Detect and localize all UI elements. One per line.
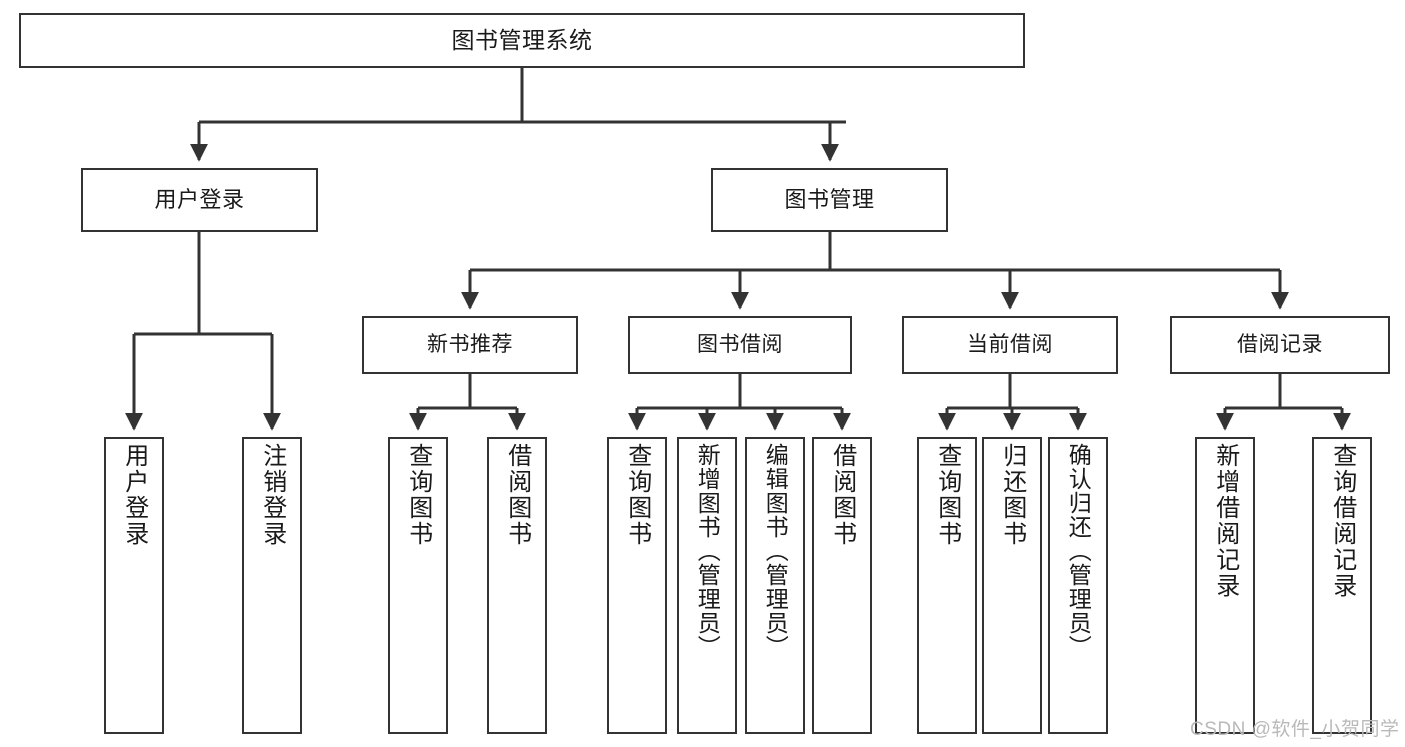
node-leaf-4[interactable]: 查询图书 <box>607 437 667 734</box>
node-leaf-9[interactable]: 归还图书 <box>982 437 1042 734</box>
node-leaf-7[interactable]: 借阅图书 <box>812 437 872 734</box>
node-level2-1[interactable]: 图书管理 <box>711 168 948 232</box>
node-leaf-label: 查询图书 <box>404 443 432 547</box>
node-leaf-label: 借阅图书 <box>503 443 531 547</box>
node-leaf-8[interactable]: 查询图书 <box>917 437 977 734</box>
node-leaf-label: 查询借阅记录 <box>1328 443 1356 599</box>
node-level2-0[interactable]: 用户登录 <box>81 168 318 232</box>
node-leaf-2[interactable]: 查询图书 <box>388 437 448 734</box>
node-level2-label: 图书管理 <box>784 187 875 213</box>
node-leaf-6[interactable]: 编辑图书（管理员） <box>745 437 805 734</box>
node-level3-0[interactable]: 新书推荐 <box>362 316 578 374</box>
node-leaf-3[interactable]: 借阅图书 <box>487 437 547 734</box>
node-level3-label: 当前借阅 <box>967 332 1053 356</box>
node-leaf-11[interactable]: 新增借阅记录 <box>1195 437 1255 734</box>
node-level3-2[interactable]: 当前借阅 <box>902 316 1118 374</box>
node-root[interactable]: 图书管理系统 <box>19 13 1025 68</box>
csdn-watermark: CSDN @软件_小贺同学 <box>1190 719 1400 740</box>
node-leaf-label: 归还图书 <box>998 443 1026 547</box>
node-root-label: 图书管理系统 <box>451 26 593 53</box>
node-leaf-label: 查询图书 <box>933 443 961 547</box>
node-leaf-12[interactable]: 查询借阅记录 <box>1312 437 1372 734</box>
node-level3-3[interactable]: 借阅记录 <box>1170 316 1390 374</box>
node-leaf-label: 查询图书 <box>623 443 651 547</box>
node-level3-label: 新书推荐 <box>427 332 513 356</box>
node-leaf-10[interactable]: 确认归还（管理员） <box>1048 437 1108 734</box>
node-level3-1[interactable]: 图书借阅 <box>628 316 852 374</box>
node-level3-label: 图书借阅 <box>697 332 783 356</box>
node-leaf-label: 新增借阅记录 <box>1211 443 1239 599</box>
node-leaf-0[interactable]: 用户登录 <box>104 437 164 734</box>
node-leaf-label: 确认归还（管理员） <box>1065 443 1092 659</box>
node-leaf-5[interactable]: 新增图书（管理员） <box>677 437 737 734</box>
node-leaf-label: 借阅图书 <box>828 443 856 547</box>
node-leaf-label: 编辑图书（管理员） <box>762 443 789 659</box>
node-leaf-label: 注销登录 <box>258 443 286 547</box>
node-leaf-1[interactable]: 注销登录 <box>242 437 302 734</box>
node-leaf-label: 用户登录 <box>120 443 148 547</box>
node-level2-label: 用户登录 <box>154 187 245 213</box>
node-level3-label: 借阅记录 <box>1237 332 1323 356</box>
node-leaf-label: 新增图书（管理员） <box>694 443 721 659</box>
